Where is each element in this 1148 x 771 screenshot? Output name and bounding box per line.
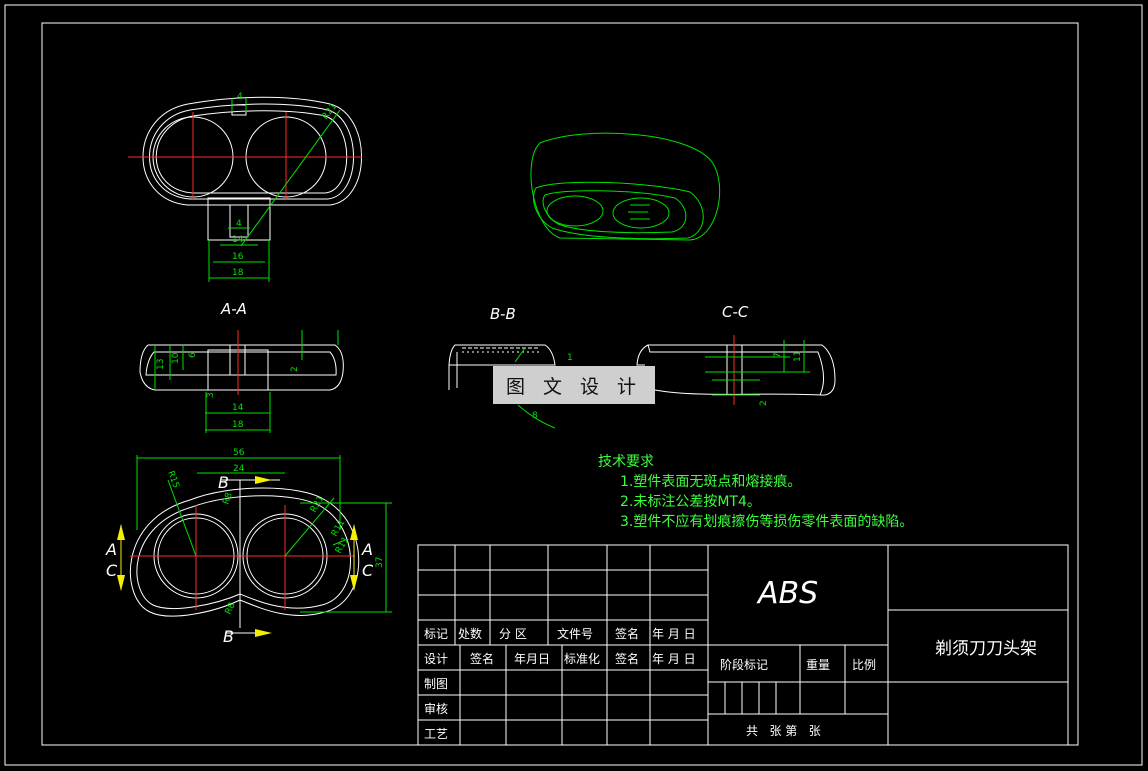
tb-weight: 重量 bbox=[806, 658, 830, 672]
dim-aa-13: 13 bbox=[156, 359, 166, 370]
tb-process: 工艺 bbox=[424, 727, 448, 741]
dim-bot-r8b: R8 bbox=[224, 601, 238, 616]
tech-title: 技术要求 bbox=[598, 454, 654, 470]
dim-top-r21: R21 bbox=[320, 102, 339, 122]
view-letter-c-right: C bbox=[362, 561, 374, 580]
dim-aa-10: 10 bbox=[171, 352, 181, 364]
dim-aa-2: 2 bbox=[290, 366, 300, 372]
title-block: 标记 处数 分 区 文件号 签名 年 月 日 设计 签名 年月日 标准化 签名 … bbox=[417, 544, 1069, 746]
tb-r2-c1: 设计 bbox=[424, 652, 448, 666]
dim-bot-r15: R15 bbox=[165, 470, 180, 490]
section-a-a: A-A 13 10 6 2 3 14 18 bbox=[139, 300, 344, 433]
technical-requirements: 技术要求 1.塑件表面无斑点和熔接痕。 2.未标注公差按MT4。 3.塑件不应有… bbox=[598, 452, 913, 532]
tb-r1-c3: 分 区 bbox=[499, 627, 527, 641]
tb-r2-c2: 签名 bbox=[470, 651, 494, 666]
tb-r1-c2: 处数 bbox=[458, 626, 482, 641]
dim-bot-56: 56 bbox=[233, 448, 245, 458]
iso-view bbox=[530, 132, 721, 241]
section-c-c: C-C 7 11 2 bbox=[636, 303, 836, 406]
tech-item-2: 2.未标注公差按MT4。 bbox=[620, 494, 761, 510]
tech-item-1: 1.塑件表面无斑点和熔接痕。 bbox=[620, 474, 802, 490]
tb-part-name: 剃须刀刀头架 bbox=[935, 639, 1037, 659]
dim-bot-r8a: R8 bbox=[221, 491, 235, 506]
tb-r1-c4: 文件号 bbox=[557, 626, 593, 641]
view-letter-a-right: A bbox=[361, 540, 373, 559]
view-letter-b-top: B bbox=[218, 473, 229, 492]
tb-material: ABS bbox=[756, 576, 818, 611]
tb-r2-c3: 年月日 bbox=[514, 652, 550, 666]
dim-top-4: 4 bbox=[237, 92, 243, 102]
view-letter-c-left: C bbox=[106, 561, 118, 580]
dim-aa-18: 18 bbox=[232, 420, 244, 430]
view-letter-b-bottom: B bbox=[223, 627, 234, 646]
dim-cc-7: 7 bbox=[773, 352, 783, 358]
view-letter-a-left: A bbox=[105, 540, 117, 559]
tb-r2-c4: 标准化 bbox=[564, 652, 600, 666]
tb-checked: 审核 bbox=[424, 701, 448, 716]
label-a-a: A-A bbox=[220, 300, 247, 318]
tb-drawn: 制图 bbox=[424, 677, 448, 691]
dim-aa-14: 14 bbox=[232, 403, 244, 413]
tb-scale: 比例 bbox=[852, 658, 876, 672]
dim-cc-11: 11 bbox=[793, 351, 803, 362]
watermark: 图 文 设 计 bbox=[493, 366, 655, 404]
tb-r1-c5: 签名 bbox=[615, 626, 639, 641]
dim-bot-37: 37 bbox=[375, 557, 385, 568]
tb-r1-c1: 标记 bbox=[424, 627, 448, 641]
tb-sheets: 共 张 第 张 bbox=[746, 724, 821, 738]
bottom-view: 56 24 R15 R8 R21 R11 R11 37 R8 B B A C A… bbox=[105, 448, 392, 646]
dim-bot-r21: R21 bbox=[309, 494, 327, 514]
section-b-b: B-B 1 8 bbox=[448, 305, 573, 429]
tb-r1-c6: 年 月 日 bbox=[652, 627, 696, 641]
dim-top-4b: 4 bbox=[236, 219, 242, 229]
dim-aa-3: 3 bbox=[206, 392, 216, 398]
dim-top-14: 14 bbox=[232, 235, 244, 245]
label-c-c: C-C bbox=[722, 303, 749, 321]
tb-stage: 阶段标记 bbox=[720, 657, 768, 672]
dim-top-18: 18 bbox=[232, 268, 244, 278]
dim-bot-24: 24 bbox=[233, 464, 245, 474]
dim-bb-8: 8 bbox=[532, 411, 538, 421]
top-view: 4 R21 4 14 16 18 bbox=[128, 92, 362, 282]
label-b-b: B-B bbox=[490, 305, 516, 323]
tb-r2-c5: 签名 bbox=[615, 651, 639, 666]
tb-r2-c6: 年 月 日 bbox=[652, 652, 696, 666]
dim-cc-2: 2 bbox=[759, 400, 769, 406]
dim-bot-r11a: R11 bbox=[330, 518, 348, 538]
outer-border bbox=[4, 4, 1143, 766]
tech-item-3: 3.塑件不应有划痕擦伤等损伤零件表面的缺陷。 bbox=[620, 514, 914, 530]
dim-top-16: 16 bbox=[232, 252, 244, 262]
dim-aa-6: 6 bbox=[188, 352, 198, 358]
dim-bb-1: 1 bbox=[567, 353, 573, 363]
